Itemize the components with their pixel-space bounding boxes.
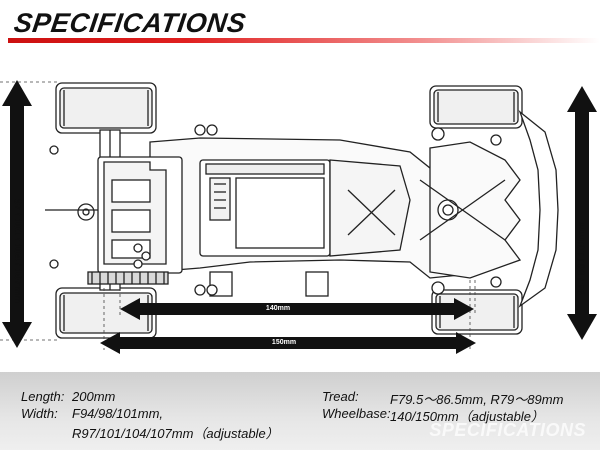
front-width-label: 94 / 98 / 101mm [576, 221, 588, 295]
front-right-wheel-top [429, 85, 523, 129]
front-bumper [518, 110, 559, 308]
page-title: SPECIFICATIONS [12, 8, 248, 38]
right-width-arrow [567, 86, 597, 340]
width-value-front: F94/98/101mm, [72, 406, 164, 421]
specs-watermark: SPECIFICATIONS [429, 420, 586, 440]
wheelbase-140-arrow [120, 298, 474, 320]
page-header: SPECIFICATIONS [0, 0, 600, 46]
rear-width-label: 97 / 101 / 104 / 107mm [11, 199, 23, 303]
chassis-drawing [0, 80, 597, 354]
wheelbase-140-label: 140mm [265, 305, 291, 312]
width-value-rear: R97/101/104/107mm（adjustable） [72, 426, 279, 441]
front-suspension [429, 141, 522, 279]
wheelbase-key: Wheelbase: [322, 406, 391, 421]
tread-value: F79.5～86.5mm, R79～89mm [390, 392, 564, 407]
specs-panel: Length: 200mm Width: F94/98/101mm, R97/1… [0, 372, 600, 450]
wheelbase-value: 140/150mm（adjustable） [390, 409, 544, 424]
tread-key: Tread: [322, 389, 359, 404]
width-key: Width: [21, 406, 58, 421]
header-accent-bar [8, 38, 600, 43]
left-width-arrow [2, 80, 32, 348]
length-value: 200mm [72, 389, 116, 404]
chassis-diagram: 97 / 101 / 104 / 107mm 94 / 98 / 101mm [0, 50, 600, 365]
length-key: Length: [21, 389, 65, 404]
rear-left-wheel-top [55, 82, 157, 134]
wheelbase-150-label: 150mm [271, 339, 297, 346]
wheelbase-150-arrow [100, 332, 476, 354]
